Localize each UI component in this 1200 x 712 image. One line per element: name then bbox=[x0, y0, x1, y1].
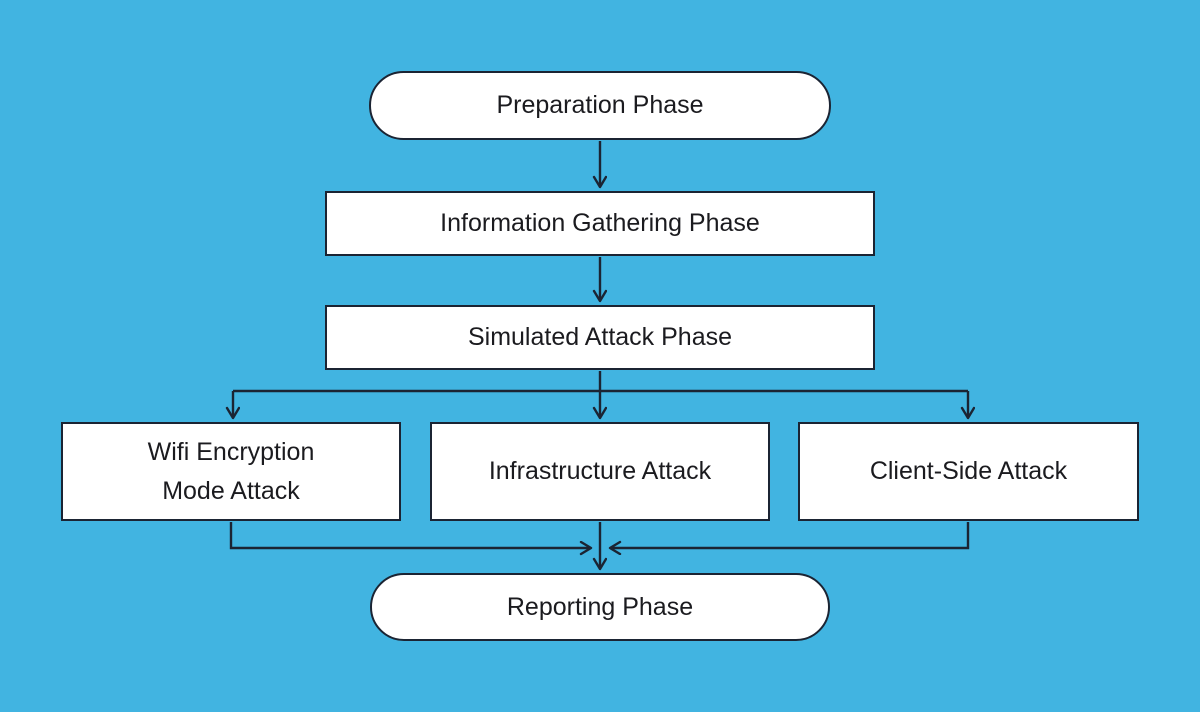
node-label: Simulated Attack Phase bbox=[467, 323, 733, 352]
node-label: Information Gathering Phase bbox=[440, 209, 760, 238]
node-label-line-1: Wifi Encryption bbox=[147, 437, 315, 466]
node-wifi-encryption-mode-attack: Wifi Encryption Mode Attack bbox=[61, 422, 401, 521]
node-label-line-2: Mode Attack bbox=[162, 476, 300, 505]
node-label: Preparation Phase bbox=[496, 91, 704, 120]
node-infrastructure-attack: Infrastructure Attack bbox=[430, 422, 770, 521]
node-client-side-attack: Client-Side Attack bbox=[798, 422, 1139, 521]
connector-client-to-reporting bbox=[610, 522, 970, 548]
node-label: Infrastructure Attack bbox=[488, 457, 712, 486]
node-simulated-attack-phase: Simulated Attack Phase bbox=[325, 305, 875, 370]
node-preparation-phase: Preparation Phase bbox=[369, 71, 831, 140]
node-reporting-phase: Reporting Phase bbox=[370, 573, 830, 641]
connector-wifi-to-reporting bbox=[229, 522, 591, 548]
node-label: Reporting Phase bbox=[506, 592, 694, 621]
node-label: Client-Side Attack bbox=[869, 457, 1068, 486]
node-information-gathering-phase: Information Gathering Phase bbox=[325, 191, 875, 256]
